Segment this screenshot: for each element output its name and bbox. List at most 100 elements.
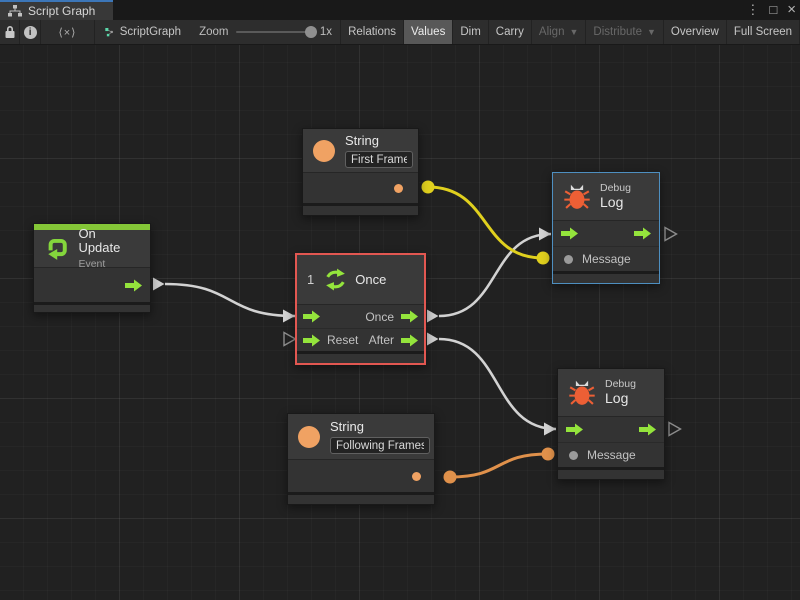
code-icon: ⟨×⟩	[58, 26, 77, 39]
port-label-after: After	[368, 333, 394, 347]
node-title: Log	[600, 194, 624, 211]
flow-input-port[interactable]	[566, 423, 583, 436]
node-on-update[interactable]: On Update Event	[33, 223, 151, 313]
flow-input-port-reset[interactable]	[303, 334, 320, 347]
node-once[interactable]: 1 Once Once Reset After	[295, 253, 426, 365]
node-header: String	[288, 414, 434, 460]
graph-hierarchy-icon	[8, 5, 22, 17]
toolbar-button-relations[interactable]: Relations	[341, 20, 405, 44]
wire-arrowhead	[283, 309, 295, 323]
flow-wire[interactable]	[438, 232, 552, 318]
wire-endpoint-dot	[536, 251, 550, 265]
toolbar-button-label: Distribute	[593, 26, 642, 38]
port-connector-hollow[interactable]	[668, 421, 682, 437]
toolbar-button-overview[interactable]: Overview	[664, 20, 727, 44]
flow-output-port[interactable]	[125, 279, 142, 292]
node-title: String	[345, 133, 379, 148]
value-wire[interactable]	[449, 452, 549, 479]
node-header: String	[303, 129, 418, 173]
chevron-down-icon: ▼	[646, 27, 656, 37]
message-input-port[interactable]	[564, 254, 573, 264]
on-update-loop-icon	[48, 238, 67, 260]
node-footer	[288, 492, 434, 504]
port-connector-filled[interactable]	[427, 309, 439, 323]
toolbar-button-align[interactable]: Align▼	[532, 20, 587, 44]
flow-output-port[interactable]	[639, 423, 656, 436]
code-view-button[interactable]: ⟨×⟩	[41, 20, 96, 44]
node-debug-log-top[interactable]: Debug Log Message	[552, 172, 660, 284]
string-type-icon	[313, 139, 335, 162]
wire-arrowhead	[539, 227, 551, 241]
toolbar-button-label: Dim	[460, 26, 481, 38]
node-footer	[34, 302, 150, 312]
toolbar-button-label: Align	[538, 26, 565, 38]
flow-output-port-once[interactable]	[401, 310, 418, 323]
toolbar-button-full-screen[interactable]: Full Screen	[727, 20, 800, 44]
string-literal-input[interactable]	[345, 151, 413, 168]
zoom-control: Zoom 1x	[191, 20, 342, 44]
wire-endpoint-dot	[541, 447, 555, 461]
node-debug-log-bottom[interactable]: Debug Log Message	[557, 368, 665, 480]
port-label-message: Message	[582, 252, 631, 266]
info-icon: i	[23, 25, 37, 39]
bug-icon	[564, 184, 590, 209]
node-title: String	[330, 419, 364, 434]
flow-input-port[interactable]	[561, 227, 578, 240]
string-literal-input[interactable]	[330, 437, 430, 454]
lock-icon	[5, 26, 15, 38]
toolbar-button-values[interactable]: Values	[404, 20, 454, 44]
node-string-following-frames[interactable]: String	[287, 413, 435, 505]
once-row-enter: Once	[297, 305, 424, 328]
tab-script-graph[interactable]: Script Graph	[0, 0, 113, 20]
port-connector-filled[interactable]	[427, 332, 439, 346]
node-output-row	[288, 460, 434, 492]
value-output-port[interactable]	[394, 183, 403, 193]
info-button[interactable]: i	[20, 20, 41, 44]
debug-flow-row	[558, 417, 664, 442]
zoom-slider[interactable]	[236, 26, 317, 38]
value-wire[interactable]	[427, 185, 544, 260]
once-count-badge: 1	[307, 272, 315, 287]
bug-icon	[569, 380, 595, 405]
flow-output-port-after[interactable]	[401, 334, 418, 347]
port-connector-hollow[interactable]	[283, 331, 297, 347]
toolbar-button-label: Overview	[670, 26, 719, 38]
maximize-icon[interactable]: □	[769, 2, 778, 17]
port-connector-filled[interactable]	[153, 277, 165, 291]
tab-title: Script Graph	[28, 4, 96, 18]
message-input-port[interactable]	[569, 450, 578, 460]
zoom-slider-handle[interactable]	[304, 26, 317, 38]
node-string-first-frame[interactable]: String	[302, 128, 419, 216]
toolbar-button-dim[interactable]: Dim	[453, 20, 489, 44]
node-title: Once	[355, 272, 387, 287]
lock-button[interactable]	[0, 20, 21, 44]
flow-wire[interactable]	[438, 337, 557, 431]
window-menu-icon[interactable]: ⋮	[746, 2, 760, 17]
once-row-reset-after: Reset After	[297, 328, 424, 351]
toolbar-button-label: Carry	[495, 26, 524, 38]
toolbar-button-distribute[interactable]: Distribute ▼	[586, 20, 664, 44]
close-icon[interactable]: ×	[787, 1, 796, 18]
port-label-once: Once	[365, 309, 394, 324]
flow-wire[interactable]	[164, 282, 296, 318]
wire-endpoint-dot	[443, 470, 457, 484]
once-cycle-icon	[326, 268, 346, 291]
flow-input-port[interactable]	[303, 310, 320, 323]
zoom-label: Zoom	[199, 26, 229, 38]
event-accent-bar	[34, 224, 150, 230]
node-footer	[558, 467, 664, 479]
flow-output-port[interactable]	[634, 227, 651, 240]
node-title: On Update	[78, 225, 121, 256]
node-category: Debug	[605, 378, 636, 391]
node-footer	[303, 203, 418, 215]
node-output-row	[34, 268, 150, 302]
port-connector-hollow[interactable]	[664, 226, 678, 242]
toolbar-button-carry[interactable]: Carry	[489, 20, 532, 44]
node-subtitle: Event	[78, 258, 106, 271]
graph-canvas[interactable]: String On Update Event	[0, 45, 800, 600]
port-label-reset: Reset	[327, 333, 359, 347]
script-graph-icon	[105, 27, 114, 37]
value-output-port[interactable]	[412, 471, 421, 481]
